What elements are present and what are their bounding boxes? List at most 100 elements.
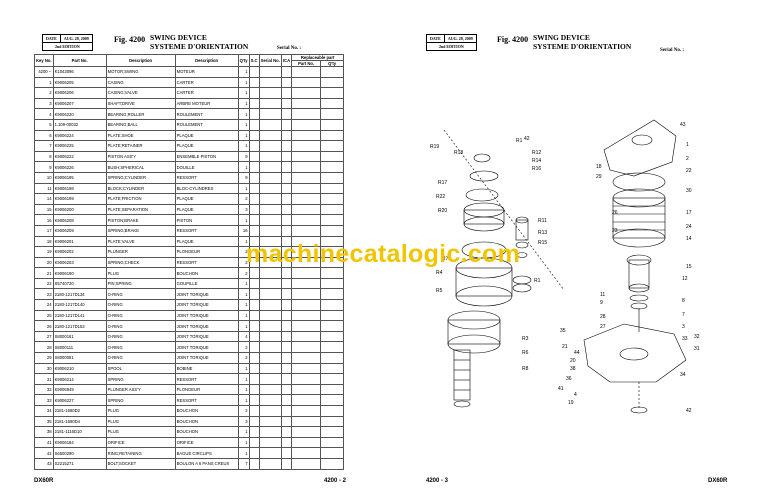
description-fr: PISTON [174, 214, 239, 226]
callout-label: 9 [600, 300, 603, 306]
description-en: BEARING;BALL [105, 118, 176, 131]
callout-label: R1 [516, 138, 523, 144]
empty-cell [258, 299, 282, 311]
empty-cell [248, 171, 260, 184]
empty-cell [258, 457, 282, 470]
empty-cell [291, 87, 322, 99]
callout-label: R1 [534, 278, 541, 284]
key-no: 31 [34, 373, 54, 385]
empty-cell [291, 150, 322, 163]
callout-label: 21 [562, 344, 568, 350]
description-fr: ARBRE MOTEUR [174, 97, 239, 110]
empty-cell [320, 426, 345, 438]
description-en: O-RING [105, 299, 176, 311]
empty-cell [280, 405, 293, 417]
callout-label: 20 [570, 358, 576, 364]
description-fr: MOTEUR [174, 66, 239, 78]
callout-label: R20 [438, 208, 447, 214]
empty-cell [248, 97, 260, 110]
empty-cell [291, 341, 322, 354]
description-en: PLATE;SHOE [105, 129, 176, 142]
key-no: 4 [34, 108, 54, 120]
edition: 2nd EDITION [54, 44, 80, 49]
callout-label: 8 [682, 298, 685, 304]
empty-cell [320, 161, 345, 173]
empty-cell [320, 383, 345, 396]
empty-cell [320, 352, 345, 364]
empty-cell [291, 309, 322, 322]
description-fr: DOUILLE [174, 161, 239, 173]
quantity: 1 [237, 140, 250, 152]
empty-cell [320, 129, 345, 142]
serial-label: Serial No. : [277, 46, 302, 51]
empty-cell [291, 97, 322, 110]
empty-cell [280, 320, 293, 332]
empty-cell [320, 256, 345, 269]
empty-cell [248, 457, 260, 470]
part-no: 2180-1217D140 [52, 299, 107, 311]
exploded-diagram: 42R1R12R14R16R19R18R17R22R20R11R13R15R7R… [424, 110, 700, 414]
description-fr: CARTER [174, 76, 239, 89]
quantity: 1 [237, 394, 250, 406]
key-no: 26 [34, 320, 54, 332]
empty-cell [291, 76, 322, 89]
description-en: PISTON ASS'Y [105, 150, 176, 163]
empty-cell [280, 108, 293, 120]
empty-cell [280, 383, 293, 396]
key-no: 33 [34, 394, 54, 406]
empty-cell [280, 193, 293, 205]
key-no: 43 [34, 457, 54, 470]
description-fr: PLAQUE [174, 193, 239, 205]
description-fr: ORIFICE [174, 436, 239, 449]
description-fr: RESSORT [174, 256, 239, 269]
callout-label: 11 [600, 292, 605, 298]
empty-cell [320, 140, 345, 152]
empty-cell [291, 330, 322, 343]
empty-cell [248, 214, 260, 226]
callout-label: R13 [538, 230, 547, 236]
callout-label: 38 [570, 366, 576, 372]
empty-cell [291, 171, 322, 184]
callout-label: 4 [574, 392, 577, 398]
empty-cell [320, 108, 345, 120]
empty-cell [280, 373, 293, 385]
quantity: 7 [237, 457, 250, 470]
description-en: O-RING [105, 309, 176, 322]
empty-cell [280, 246, 293, 258]
empty-cell [258, 415, 282, 428]
description-fr: PLAQUE [174, 235, 239, 248]
empty-cell [248, 447, 260, 459]
part-no: K9006226 [52, 161, 107, 173]
empty-cell [280, 341, 293, 354]
empty-cell [258, 129, 282, 142]
callout-label: R19 [430, 144, 439, 150]
model-left: DX60R [34, 478, 54, 484]
empty-cell [320, 203, 345, 216]
part-no: K9006190 [52, 267, 107, 279]
key-no: 15 [34, 203, 54, 216]
key-no: 7 [34, 140, 54, 152]
description-en: BOLT;SOCKET [105, 457, 176, 470]
description-fr: ROULEMENT [174, 118, 239, 131]
empty-cell [320, 66, 345, 78]
empty-cell [248, 373, 260, 385]
part-no: K9006203 [52, 256, 107, 269]
callout-label: R6 [522, 350, 529, 356]
empty-cell [280, 288, 293, 301]
empty-cell [258, 118, 282, 131]
part-no: K9006184 [52, 436, 107, 449]
page-number-right: 4200 - 3 [426, 478, 449, 484]
empty-cell [320, 288, 345, 301]
description-fr: PLAQUE [174, 203, 239, 216]
